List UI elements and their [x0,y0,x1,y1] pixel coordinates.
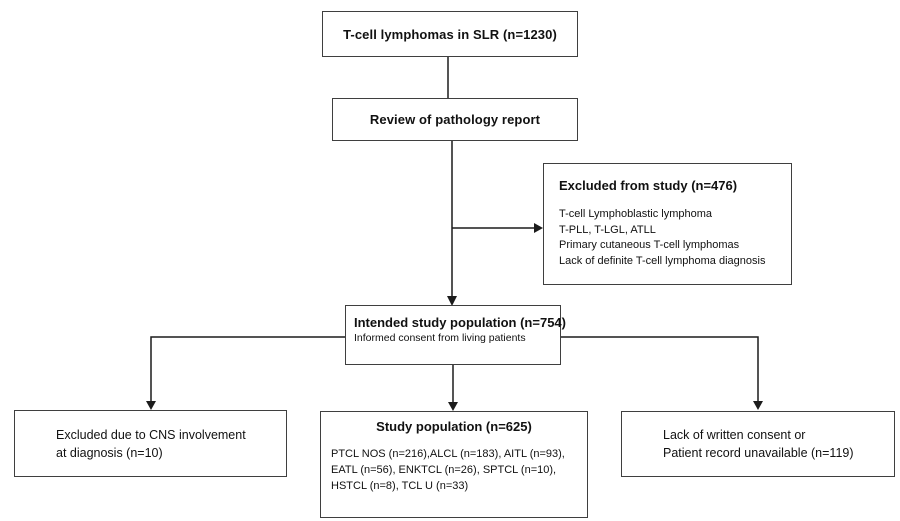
box-excluded-from-study: Excluded from study (n=476) T-cell Lymph… [543,163,792,285]
consent-unavailable-line: Patient record unavailable (n=119) [663,446,854,460]
connector-intended-to-consent [560,336,759,402]
excluded-study-line: Primary cutaneous T-cell lymphomas [559,239,740,251]
study-population-line: PTCL NOS (n=216),ALCL (n=183), AITL (n=9… [331,448,565,460]
excluded-study-line: T-cell Lymphoblastic lymphoma [559,208,713,220]
intended-title: Intended study population (n=754) [354,315,566,330]
arrowhead-into-cns [146,401,156,410]
arrowhead-into-excluded-study [534,223,543,233]
box-study-population: Study population (n=625) PTCL NOS (n=216… [320,411,588,518]
slr-box-label: T-cell lymphomas in SLR (n=1230) [343,26,557,42]
cns-excluded-line: Excluded due to CNS involvement [56,427,246,442]
excluded-study-title: Excluded from study (n=476) [559,178,738,193]
box-review-pathology: Review of pathology report [332,98,578,141]
box-intended-population: Intended study population (n=754) Inform… [345,305,566,365]
study-population-details: PTCL NOS (n=216),ALCL (n=183), AITL (n=9… [321,446,587,494]
connector-intended-to-cns [150,336,345,402]
study-population-line: HSTCL (n=8), TCL U (n=33) [331,480,469,492]
study-population-line: EATL (n=56), ENKTCL (n=26), SPTCL (n=10)… [331,464,557,476]
box-cns-excluded: Excluded due to CNS involvement at diagn… [14,410,287,477]
consent-unavailable-line: Lack of written consent or [663,428,806,442]
excluded-study-line: Lack of definite T-cell lymphoma diagnos… [559,254,766,267]
excluded-study-line: T-PLL, T-LGL, ATLL [559,223,656,236]
arrowhead-into-study [448,402,458,411]
excluded-study-details: T-cell Lymphoblastic lymphoma T-PLL, T-L… [559,207,783,269]
box-tcell-lymphomas-slr: T-cell lymphomas in SLR (n=1230) [322,11,578,57]
arrowhead-into-consent [753,401,763,410]
study-population-title: Study population (n=625) [376,419,532,434]
intended-subtitle: Informed consent from living patients [354,332,526,344]
cns-excluded-line: at diagnosis (n=10) [56,445,163,460]
review-box-label: Review of pathology report [369,112,541,127]
box-consent-unavailable: Lack of written consent or Patient recor… [621,411,895,477]
